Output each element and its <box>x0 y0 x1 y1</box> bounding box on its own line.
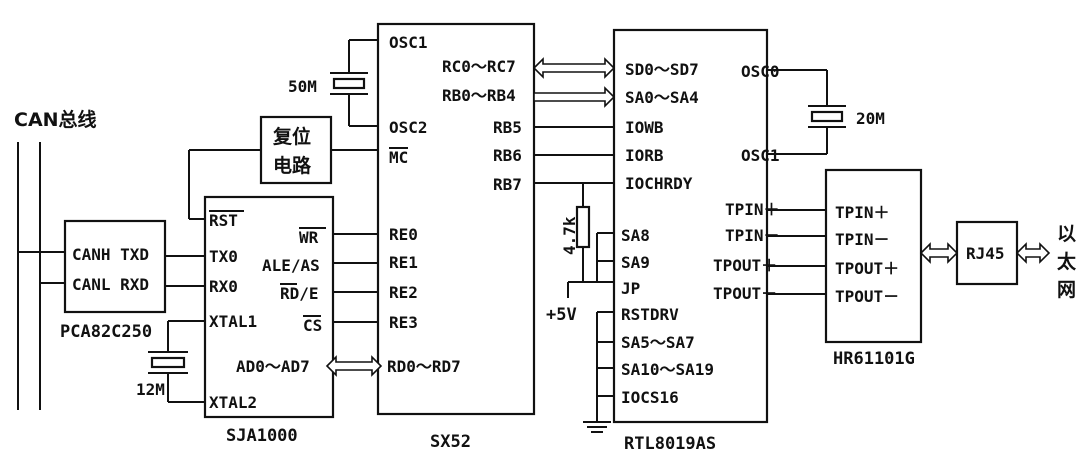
bus-arrow-rc-sd <box>532 57 616 79</box>
hr-pin-tpout-minus: TPOUT－ <box>835 287 899 306</box>
sja-pin-rx0: RX0 <box>209 277 238 296</box>
rtl-pin-sa9: SA9 <box>621 253 650 272</box>
rj45-label: RJ45 <box>966 244 1005 263</box>
sja-pin-xtal2: XTAL2 <box>209 393 257 412</box>
sx52-pin-osc2: OSC2 <box>389 118 428 137</box>
sx52-pin-rc0-rc7: RC0～RC7 <box>442 57 516 76</box>
hr-name: HR61101G <box>833 349 915 369</box>
rtl-pin-sa0-sa4: SA0～SA4 <box>625 88 699 107</box>
rtl-pin-tpin-plus: TPIN＋ <box>725 200 780 219</box>
hr-pin-tpin-plus: TPIN＋ <box>835 203 890 222</box>
sx52-pin-re3: RE3 <box>389 313 418 332</box>
rtl-pin-tpin-minus: TPIN－ <box>725 226 780 245</box>
supply-label: +5V <box>546 305 577 325</box>
rtl-pin-jp: JP <box>621 279 640 298</box>
rtl-pin-sa8: SA8 <box>621 226 650 245</box>
sx52-pin-rb7: RB7 <box>493 175 522 194</box>
sja-name: SJA1000 <box>226 426 298 446</box>
reset-circuit: 复位 电路 <box>188 115 378 220</box>
rtl-pin-iochrdy: IOCHRDY <box>625 174 693 193</box>
rtl-pin-sa10-sa19: SA10～SA19 <box>621 360 714 379</box>
sja-pin-tx0: TX0 <box>209 247 238 266</box>
rtl-pin-iowb: IOWB <box>625 118 664 137</box>
ground <box>583 311 614 433</box>
rtl-pin-osc1: OSC1 <box>741 146 780 165</box>
sja-pin-ale-as: ALE/AS <box>262 256 320 275</box>
reset-label-2: 电路 <box>273 154 312 177</box>
reset-label-1: 复位 <box>272 125 311 148</box>
hr-pin-tpin-minus: TPIN－ <box>835 230 890 249</box>
pca-pin-canh-txd: CANH TXD <box>72 245 149 264</box>
bus-arrow-ad-rd <box>325 355 383 377</box>
crystal-12m-label: 12M <box>136 380 165 399</box>
sx52-pin-rb0-rb4: RB0～RB4 <box>442 86 516 105</box>
crystal-20m-label: 20M <box>856 109 885 128</box>
sja1000-controller: RST TX0 RX0 XTAL1 XTAL2 WR ALE/AS RD/E C… <box>203 195 335 446</box>
pca-name: PCA82C250 <box>60 322 152 342</box>
crystal-50m-label: 50M <box>288 77 317 96</box>
rtl-name: RTL8019AS <box>624 434 716 454</box>
rtl-pin-sa5-sa7: SA5～SA7 <box>621 333 695 352</box>
crystal-50m: 50M <box>288 39 378 127</box>
can-bus-label: CAN总线 <box>14 108 97 131</box>
sx52-name: SX52 <box>430 432 471 452</box>
pca82c250-transceiver: CANH TXD CANL RXD PCA82C250 <box>60 219 167 342</box>
bus-arrow-rj45-ethernet <box>1015 242 1051 264</box>
sja-pin-ad0-ad7: AD0～AD7 <box>236 357 310 376</box>
sja-pin-xtal1: XTAL1 <box>209 312 257 331</box>
sx52-pin-osc1: OSC1 <box>389 33 428 52</box>
sx52-pin-rb6: RB6 <box>493 146 522 165</box>
hr-pin-tpout-plus: TPOUT＋ <box>835 259 899 278</box>
sja-pin-cs: CS <box>303 316 322 335</box>
rtl-pin-sd0-sd7: SD0～SD7 <box>625 60 699 79</box>
sx52-pin-rd0-rd7: RD0～RD7 <box>387 357 461 376</box>
rtl-pin-tpout-minus: TPOUT－ <box>713 284 777 303</box>
rtl-pin-iocs16: IOCS16 <box>621 388 679 407</box>
rtl8019as-ethernet-controller: SD0～SD7 SA0～SA4 IOWB IORB IOCHRDY SA8 SA… <box>612 28 780 454</box>
rtl-pin-rstdrv: RSTDRV <box>621 305 679 324</box>
crystal-20m: 20M <box>767 69 885 155</box>
ethernet-char-2: 太 <box>1057 250 1077 273</box>
sx52-mcu: OSC1 OSC2 MC RE0 RE1 RE2 RE3 RD0～RD7 RC0… <box>376 22 536 452</box>
pullup-resistor: 4.7k <box>560 183 614 283</box>
sx52-pin-rb5: RB5 <box>493 118 522 137</box>
sja-pin-rd-e: RD/E <box>280 284 319 303</box>
sx52-pin-re2: RE2 <box>389 283 418 302</box>
crystal-12m: 12M <box>136 320 205 403</box>
sja-pin-rst: RST <box>209 211 238 230</box>
bus-arrow-rb-sa <box>533 86 616 108</box>
rj45-connector: RJ45 <box>955 220 1019 286</box>
ethernet-char-3: 网 <box>1057 279 1076 301</box>
can-bus: CAN总线 <box>14 108 97 410</box>
sx52-pin-re0: RE0 <box>389 225 418 244</box>
supply-5v: +5V <box>546 282 577 325</box>
sja-pin-wr: WR <box>299 228 319 247</box>
rtl-pin-iorb: IORB <box>625 146 664 165</box>
ethernet-char-1: 以 <box>1057 223 1076 245</box>
hr61101g-magnetics: TPIN＋ TPIN－ TPOUT＋ TPOUT－ HR61101G <box>824 168 923 369</box>
ethernet-label: 以 太 网 <box>1057 223 1077 301</box>
resistor-label: 4.7k <box>560 216 579 255</box>
sx52-pin-re1: RE1 <box>389 253 418 272</box>
bus-arrow-hr-rj45 <box>919 242 959 264</box>
rtl-pin-osc0: OSC0 <box>741 62 780 81</box>
pca-pin-canl-rxd: CANL RXD <box>72 275 149 294</box>
rtl-pin-tpout-plus: TPOUT＋ <box>713 256 777 275</box>
sx52-pin-mc: MC <box>389 148 408 167</box>
